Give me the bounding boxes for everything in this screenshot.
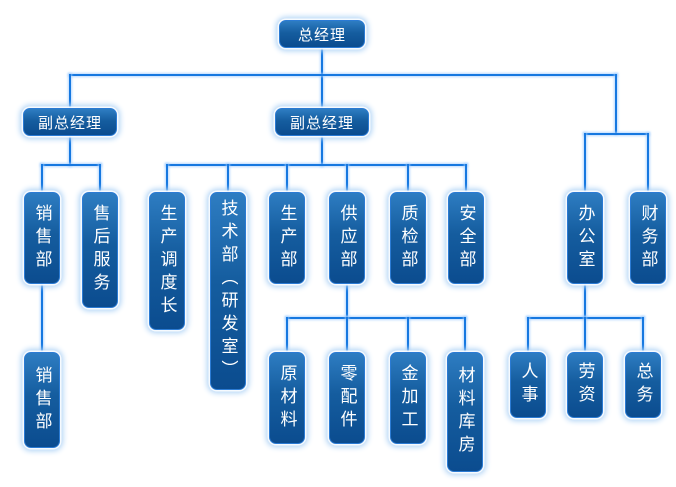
node-labor-wages: 劳资 xyxy=(567,352,603,418)
node-sales-dept-sub: 销售部 xyxy=(24,352,60,448)
node-tech-dept-rd-room: 技术部（研发室） xyxy=(210,192,246,390)
node-quality-inspection-dept: 质检部 xyxy=(390,192,426,284)
node-sales-dept: 销售部 xyxy=(24,192,60,284)
connector-drop-dispatch xyxy=(166,164,168,192)
node-production-dept: 生产部 xyxy=(269,192,305,284)
connector-drop-quality xyxy=(407,164,409,192)
connector-drop-metal xyxy=(407,317,409,352)
connector-deputy-mid-stem xyxy=(321,136,323,166)
node-finance-dept: 财务部 xyxy=(630,192,666,284)
node-general-manager: 总经理 xyxy=(279,20,365,48)
connector-root-stem xyxy=(321,48,323,108)
node-personnel: 人事 xyxy=(510,352,546,418)
connector-drop-finance xyxy=(647,133,649,192)
connector-top-horizontal xyxy=(69,74,617,76)
connector-sales-to-sub xyxy=(41,284,43,352)
connector-drop-safety xyxy=(465,164,467,192)
node-material-warehouse: 材料库房 xyxy=(447,352,483,472)
connector-deputy-left-stem xyxy=(69,136,71,166)
connector-left-horizontal xyxy=(41,164,101,166)
node-deputy-gm-middle: 副总经理 xyxy=(275,108,369,136)
node-metal-processing: 金加工 xyxy=(390,352,426,444)
connector-drop-raw-materials xyxy=(286,317,288,352)
connector-office-stem xyxy=(584,284,586,318)
node-production-dispatch-chief: 生产调度长 xyxy=(149,192,185,330)
connector-supply-stem xyxy=(346,284,348,318)
node-raw-materials: 原材料 xyxy=(269,352,305,444)
node-deputy-gm-left: 副总经理 xyxy=(23,108,117,136)
connector-drop-warehouse xyxy=(464,317,466,352)
node-supply-dept: 供应部 xyxy=(329,192,365,284)
connector-mid-horizontal xyxy=(166,164,467,166)
connector-drop-sales xyxy=(41,164,43,192)
connector-drop-spare-parts xyxy=(346,317,348,352)
node-safety-dept: 安全部 xyxy=(448,192,484,284)
connector-drop-tech xyxy=(227,164,229,192)
connector-drop-production xyxy=(286,164,288,192)
connector-right-horizontal xyxy=(584,133,649,135)
node-office: 办公室 xyxy=(567,192,603,284)
connector-drop-general-affairs xyxy=(642,317,644,352)
connector-drop-personnel xyxy=(527,317,529,352)
connector-drop-office xyxy=(584,133,586,192)
connector-drop-after-sales xyxy=(99,164,101,192)
node-general-affairs: 总务 xyxy=(625,352,661,418)
connector-drop-supply xyxy=(346,164,348,192)
node-spare-parts: 零配件 xyxy=(329,352,365,444)
connector-drop-deputy-left xyxy=(69,74,71,108)
connector-drop-labor xyxy=(584,317,586,352)
node-after-sales-service: 售后服务 xyxy=(82,192,118,308)
connector-drop-right-branch xyxy=(615,74,617,134)
connector-supply-horizontal xyxy=(286,317,466,319)
